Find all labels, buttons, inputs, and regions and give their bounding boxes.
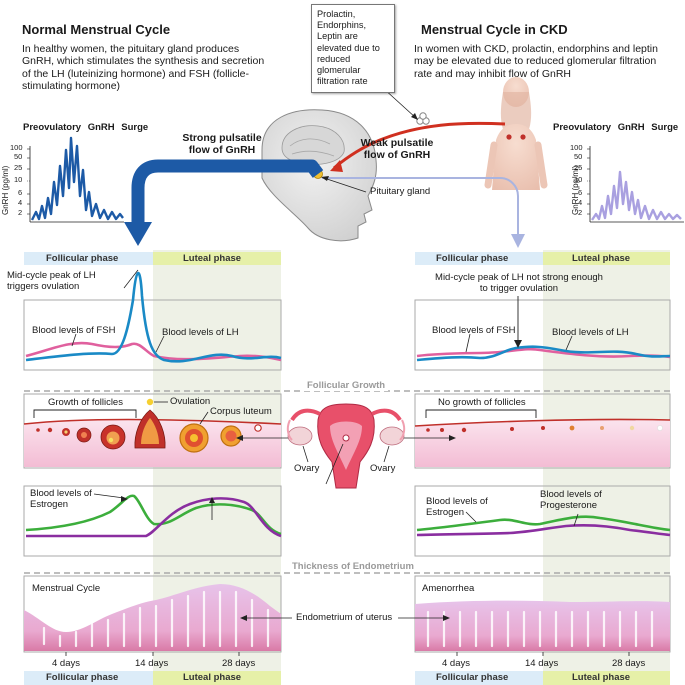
left-lh-peak-note: Mid-cycle peak of LH triggers ovulation xyxy=(7,270,96,293)
y-tick: 50 xyxy=(14,152,23,161)
y-tick: 10 xyxy=(14,175,23,184)
hormone-molecules xyxy=(416,112,430,125)
y-tick: 25 xyxy=(14,163,23,172)
y-tick: 25 xyxy=(574,163,583,172)
phase-band-bottom-follicular-right xyxy=(415,671,543,685)
left-surge-title: Preovulatory GnRH Surge xyxy=(23,122,149,133)
right-day-28: 28 days xyxy=(612,658,646,669)
left-y-axis-label: GnRH (pg/ml) xyxy=(1,165,10,215)
follicular-growth-heading: Follicular Growth xyxy=(304,380,389,392)
follicles-right xyxy=(426,425,663,433)
right-phase-bottom-follicular: Follicular phase xyxy=(436,672,509,683)
right-phase-bottom-luteal: Luteal phase xyxy=(572,672,631,683)
y-tick: 4 xyxy=(18,198,23,207)
strong-flow-label: Strong pulsatile flow of GnRH xyxy=(182,132,262,157)
endometrium-right xyxy=(415,600,670,651)
progesterone-curve-right xyxy=(416,523,671,537)
left-phase-bottom-luteal: Luteal phase xyxy=(183,672,242,683)
right-lh-label: Blood levels of LH xyxy=(552,327,629,338)
hormone-panel-right xyxy=(414,299,671,371)
prolactin-box: Prolactin, Endorphins, Leptin are elevat… xyxy=(311,4,395,93)
hormone-panel-left xyxy=(23,299,282,371)
phase-band-luteal-left xyxy=(153,252,281,265)
left-lh-label: Blood levels of LH xyxy=(162,327,239,338)
y-tick: 10 xyxy=(574,175,583,184)
right-growth-label: No growth of follicles xyxy=(438,397,526,408)
left-fsh-label: Blood levels of FSH xyxy=(32,325,116,336)
y-tick: 100 xyxy=(10,143,23,152)
left-day-4: 4 days xyxy=(52,658,80,669)
ovary-left-label: Ovary xyxy=(294,463,320,474)
inhibition-arrow xyxy=(333,121,506,170)
steroid-panel-left xyxy=(23,485,282,557)
right-progesterone-label: Blood levels of Progesterone xyxy=(540,489,602,512)
y-tick: 2 xyxy=(18,208,23,217)
right-phase-top-follicular: Follicular phase xyxy=(436,253,509,264)
right-description: In women with CKD, prolactin, endorphins… xyxy=(414,43,658,80)
left-title: Normal Menstrual Cycle xyxy=(22,22,171,37)
right-title: Menstrual Cycle in CKD xyxy=(421,22,568,37)
woman-illustration xyxy=(484,77,548,190)
endometrial-glands-right xyxy=(426,610,654,648)
head-illustration xyxy=(261,109,377,242)
right-cycle-label: Amenorrhea xyxy=(422,583,475,594)
lh-curve-right xyxy=(416,345,671,362)
pituitary-label: Pituitary gland xyxy=(370,186,431,197)
uterus-illustration xyxy=(286,403,406,489)
left-growth-label: Growth of follicles xyxy=(48,397,123,408)
left-cycle-label: Menstrual Cycle xyxy=(32,583,101,594)
follicles-left xyxy=(36,398,262,453)
right-estrogen-label: Blood levels of Estrogen xyxy=(426,496,488,519)
y-tick: 100 xyxy=(570,143,583,152)
estrogen-curve-right xyxy=(416,515,671,532)
fsh-curve-left xyxy=(25,341,282,362)
y-tick: 2 xyxy=(578,208,583,217)
ovulation-label: Ovulation xyxy=(170,396,211,407)
lh-curve-left xyxy=(25,271,282,363)
left-phase-top-follicular: Follicular phase xyxy=(46,253,119,264)
right-fsh-label: Blood levels of FSH xyxy=(432,325,516,336)
left-day-14: 14 days xyxy=(135,658,169,669)
right-day-14: 14 days xyxy=(525,658,559,669)
steroid-panel-right xyxy=(414,485,671,557)
phase-band-follicular-right xyxy=(415,252,543,265)
day-ticks xyxy=(65,652,630,656)
phase-band-bottom-luteal-right xyxy=(543,671,670,685)
right-day-4: 4 days xyxy=(442,658,470,669)
phase-band-follicular-left xyxy=(24,252,153,265)
corpus-luteum-label: Corpus luteum xyxy=(210,406,272,417)
left-phase-top-luteal: Luteal phase xyxy=(183,253,242,264)
endometrium-thickness-heading: Thickness of Endometrium xyxy=(289,561,417,573)
y-tick: 6 xyxy=(18,188,23,197)
right-surge-title: Preovulatory GnRH Surge xyxy=(553,122,679,133)
endometrium-left xyxy=(24,584,281,651)
y-tick: 4 xyxy=(578,198,583,207)
left-phase-bottom-follicular: Follicular phase xyxy=(46,672,119,683)
weak-flow-label: Weak pulsatile flow of GnRH xyxy=(360,137,434,162)
right-phase-top-luteal: Luteal phase xyxy=(572,253,631,264)
left-description: In healthy women, the pituitary gland pr… xyxy=(22,43,265,93)
strong-gnrh-arrow xyxy=(131,159,324,224)
phase-band-bottom-luteal-left xyxy=(153,671,281,685)
gnrh-chart-right xyxy=(587,146,684,223)
ovary-right-label: Ovary xyxy=(370,463,396,474)
phase-band-luteal-right xyxy=(543,252,670,265)
right-lh-peak-note: Mid-cycle peak of LH not strong enough t… xyxy=(435,272,603,295)
gnrh-chart-left xyxy=(27,136,124,223)
endometrial-glands-left xyxy=(42,590,270,648)
y-tick: 50 xyxy=(574,152,583,161)
weak-gnrh-arrow xyxy=(322,177,519,236)
left-day-28: 28 days xyxy=(222,658,256,669)
ovary-tissue-right xyxy=(415,419,670,467)
left-estrogen-label: Blood levels of Estrogen xyxy=(30,488,92,511)
phase-band-bottom-follicular-left xyxy=(24,671,153,685)
endometrium-label: Endometrium of uterus xyxy=(296,612,393,623)
y-tick: 6 xyxy=(578,188,583,197)
